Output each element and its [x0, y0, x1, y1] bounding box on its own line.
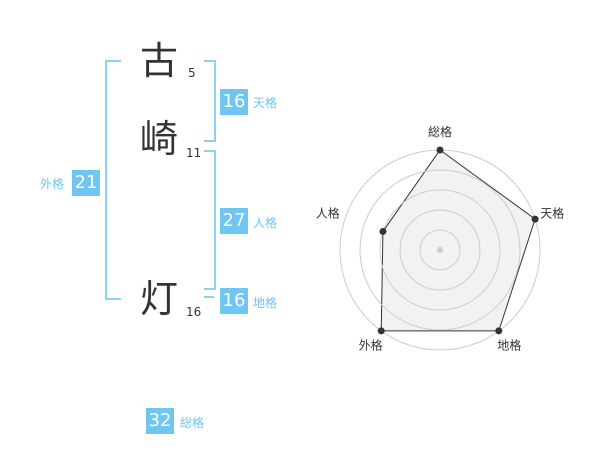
radar-axis-label-5: 人格: [316, 206, 340, 221]
tenkaku-bracket: [204, 60, 216, 142]
name-char-3: 灯: [140, 277, 179, 321]
radar-point-1: [436, 146, 444, 154]
tenkaku-label: 天格: [253, 96, 278, 110]
radar-center-dot: [437, 247, 443, 253]
stroke-count-2: 11: [186, 146, 202, 160]
radar-ring-overlay-1: [419, 229, 461, 271]
radar-axis-label-4: 外格: [359, 337, 383, 352]
radar-ring-overlay-4: [359, 169, 521, 331]
gaikaku-label: 外格: [40, 177, 65, 191]
radar-point-5: [379, 227, 387, 235]
chikaku-label: 地格: [253, 296, 278, 310]
radar-axis-label-3: 地格: [497, 337, 521, 352]
chikaku-value: 16: [220, 288, 248, 314]
soukaku-value: 32: [146, 408, 174, 434]
jinkaku-label: 人格: [253, 216, 278, 230]
stroke-count-3: 16: [186, 305, 202, 319]
jinkaku-value: 27: [220, 208, 248, 234]
radar-series-polygon: [380, 149, 536, 332]
radar-point-4: [377, 327, 385, 335]
radar-axis-label-1: 総格: [428, 124, 452, 139]
radar-point-3: [495, 327, 503, 335]
soukaku-label: 総格: [180, 416, 205, 430]
radar-ring-overlay-3: [379, 189, 501, 311]
radar-ring-overlay-2: [399, 209, 481, 291]
gaikaku-value: 21: [72, 170, 100, 196]
jinkaku-bracket: [204, 150, 216, 290]
tenkaku-value: 16: [220, 89, 248, 115]
chikaku-bracket: [204, 296, 214, 298]
radar-point-2: [531, 215, 539, 223]
radar-axis-label-2: 天格: [540, 206, 564, 221]
stroke-count-1: 5: [188, 66, 196, 80]
name-char-2: 崎: [140, 117, 179, 161]
name-char-1: 古: [140, 39, 179, 83]
gaikaku-bracket: [105, 60, 121, 300]
